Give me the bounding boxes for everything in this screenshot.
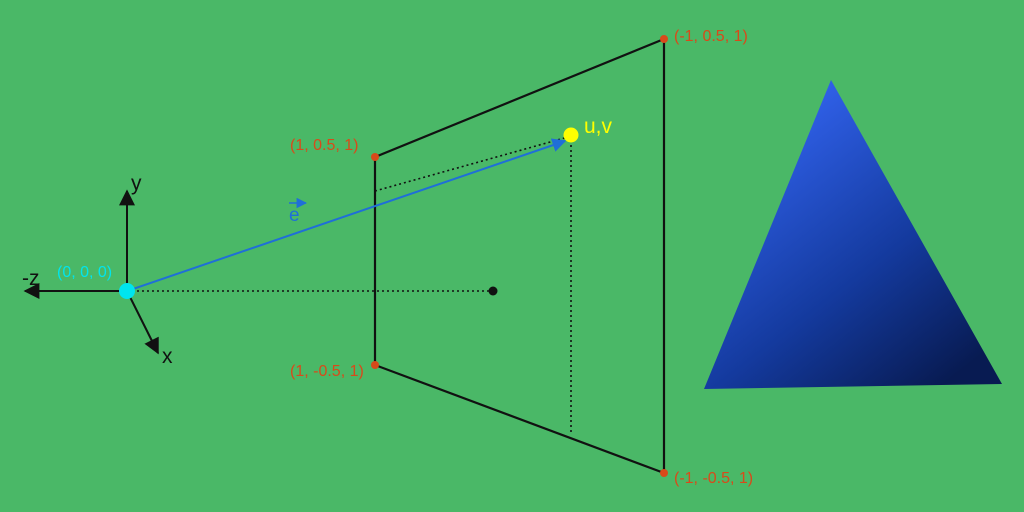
uv-label: u,v xyxy=(584,115,613,138)
corner-top-right-label: (-1, 0.5, 1) xyxy=(674,28,748,45)
x-axis-arrow xyxy=(126,290,159,355)
ray-vector-e xyxy=(126,138,567,292)
origin-label: (0, 0, 0) xyxy=(57,264,112,281)
vector-e-label: e xyxy=(289,205,300,226)
x-axis-label: x xyxy=(162,345,173,368)
plane-center-point xyxy=(488,286,498,296)
corner-bottom-left-point xyxy=(371,361,379,369)
corner-top-right-point xyxy=(660,35,668,43)
neg-z-axis-label: -z xyxy=(22,267,40,290)
corner-top-left-point xyxy=(371,153,379,161)
uv-horizontal-dotted xyxy=(374,136,569,192)
plane-top-edge xyxy=(374,37,665,159)
corner-bottom-left-label: (1, -0.5, 1) xyxy=(290,363,364,380)
corner-bottom-right-label: (-1, -0.5, 1) xyxy=(674,470,753,487)
corner-top-left-label: (1, 0.5, 1) xyxy=(290,137,358,154)
corner-bottom-right-point xyxy=(660,469,668,477)
plane-bottom-edge xyxy=(374,363,665,475)
uv-sample-point xyxy=(563,127,579,143)
y-axis-label: y xyxy=(131,172,142,195)
origin-point xyxy=(119,283,135,299)
scene-triangle xyxy=(704,80,1002,389)
